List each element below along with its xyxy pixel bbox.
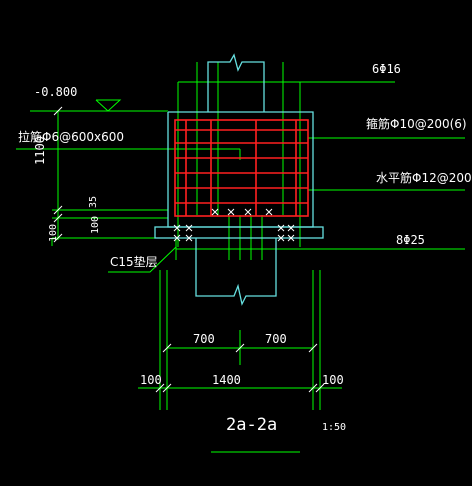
dim-total: 1400	[212, 373, 241, 387]
dim-35: 35	[88, 196, 99, 208]
horizontal-bars-label: 水平筋Φ12@200	[376, 170, 472, 185]
dim-height-1100: 1100	[33, 136, 47, 165]
leader-lines	[16, 62, 465, 453]
dim-left-100b: 100	[90, 216, 101, 234]
elevation-label: -0.800	[34, 85, 77, 99]
top-bars-label: 6Φ16	[372, 62, 401, 76]
pile-bottom	[195, 238, 277, 306]
bottom-bars-label: 8Φ25	[396, 233, 425, 247]
stirrup-outer	[174, 119, 309, 217]
dim-half-right: 700	[265, 332, 287, 346]
column-top	[207, 53, 265, 112]
tie-bar-label: 拉筋Φ6@600x600	[18, 129, 124, 144]
section-title: 2a-2a	[226, 415, 277, 435]
scale-label: 1:50	[322, 422, 346, 433]
reinforcement-cage	[174, 119, 309, 217]
cushion-leader	[108, 246, 177, 273]
cushion-label: C15垫层	[110, 254, 158, 269]
base-slab	[154, 226, 324, 239]
rebar-markers	[173, 208, 295, 242]
dim-half-left: 700	[193, 332, 215, 346]
stirrups-label: 箍筋Φ10@200(6)	[366, 116, 467, 131]
elevation-marker-icon	[95, 99, 122, 112]
dim-edge-left: 100	[140, 373, 162, 387]
concrete-outline	[154, 53, 324, 306]
dim-edge-right: 100	[322, 373, 344, 387]
dim-left-100a: 100	[48, 224, 59, 242]
dimension-ticks	[53, 106, 325, 393]
